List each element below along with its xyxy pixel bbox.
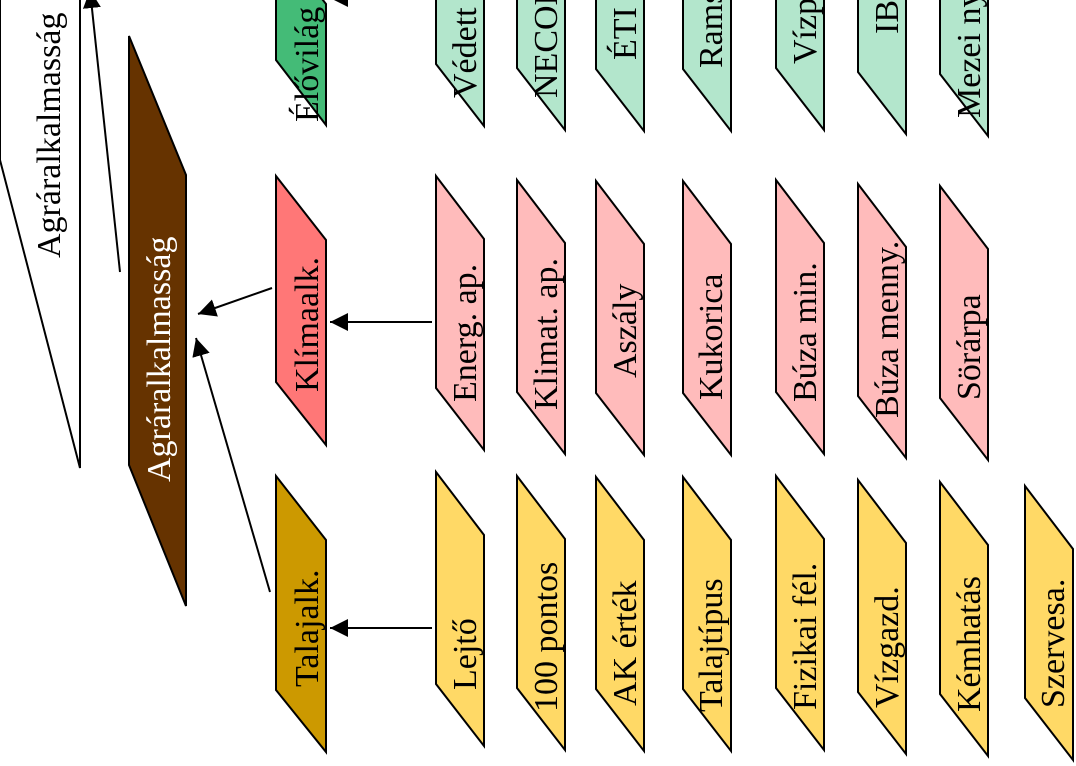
climate-item: Sörárpa xyxy=(939,183,989,463)
climate-item-label: Búza min. xyxy=(787,262,824,402)
top-node-label: Agráralkalmasság xyxy=(31,13,68,258)
climate-item-label: Búza menny. xyxy=(869,241,906,418)
habitat-item-label: NECON xyxy=(528,0,565,98)
main-node: Agráralkalmasság xyxy=(128,35,187,607)
habitat-item-label: ÉTI xyxy=(607,7,644,60)
habitat-item-label: Ramsar xyxy=(693,0,730,68)
soil-item: Vízgazd. xyxy=(857,477,907,757)
group-habitat-items: Védett NECON ÉTI Ramsar Vízparti IBA Mez… xyxy=(435,0,989,139)
top-node: Agráralkalmasság xyxy=(0,0,81,469)
habitat-item-label: Vízparti xyxy=(787,0,824,64)
head-habitat-label: Élővilág xyxy=(289,7,326,122)
group-soil-items: Lejtő 100 pontos AK érték Talajtípus Fiz… xyxy=(435,469,1074,763)
soil-item-shape xyxy=(516,473,566,753)
soil-item-label: Vízgazd. xyxy=(869,586,906,708)
habitat-item-label: Védett xyxy=(447,7,484,98)
climate-item: Energ. ap. xyxy=(435,173,485,453)
soil-item-label: Kémhatás xyxy=(951,576,988,712)
main-node-label: Agráralkalmasság xyxy=(141,237,178,482)
climate-item-shape xyxy=(682,178,732,458)
soil-item-shape xyxy=(1024,483,1074,763)
habitat-item: NECON xyxy=(516,0,566,133)
habitat-item: Mezei nyúl xyxy=(939,0,989,139)
climate-item-shape xyxy=(857,181,907,461)
climate-item: Búza menny. xyxy=(857,181,907,461)
main-node-shape xyxy=(128,35,187,607)
climate-item: Búza min. xyxy=(775,177,825,457)
climate-item-shape xyxy=(435,173,485,453)
habitat-item-shape xyxy=(595,0,645,134)
habitat-item-shape xyxy=(682,0,732,134)
soil-item: Fizikai fél. xyxy=(775,473,825,753)
top-node-shape xyxy=(0,0,81,469)
soil-item: AK érték xyxy=(595,474,645,754)
climate-item-label: Aszály xyxy=(607,284,644,378)
head-climate: Klímaalk. xyxy=(275,173,327,448)
soil-item: Szervesa. xyxy=(1024,483,1074,763)
habitat-item-shape xyxy=(939,0,989,139)
climate-item: Kukorica xyxy=(682,178,732,458)
habitat-item: IBA xyxy=(857,0,907,137)
habitat-item: ÉTI xyxy=(595,0,645,134)
climate-item: Klimat. ap. xyxy=(516,177,566,457)
arrow-soil-to-main xyxy=(192,337,271,593)
habitat-item-label: IBA xyxy=(869,0,906,34)
arrow-main-to-top xyxy=(82,0,121,273)
head-soil-shape xyxy=(275,473,327,755)
soil-item-shape xyxy=(435,469,485,749)
head-soil: Talajalk. xyxy=(275,473,327,755)
climate-item-label: Energ. ap. xyxy=(447,264,484,402)
soil-item-label: Szervesa. xyxy=(1035,579,1072,708)
habitat-item: Vízparti xyxy=(775,0,825,133)
soil-item-shape xyxy=(595,474,645,754)
habitat-item-shape xyxy=(857,0,907,137)
climate-item-shape xyxy=(595,178,645,458)
head-habitat-shape xyxy=(275,0,327,128)
soil-item-label: Fizikai fél. xyxy=(787,563,824,710)
habitat-item: Ramsar xyxy=(682,0,732,134)
soil-item-label: Talajtípus xyxy=(693,578,730,712)
soil-item-shape xyxy=(682,474,732,754)
climate-item-shape xyxy=(775,177,825,457)
head-climate-label: Klímaalk. xyxy=(289,257,326,392)
arrow-climate-to-main xyxy=(197,287,273,317)
climate-item-label: Sörárpa xyxy=(951,294,988,400)
soil-item: Lejtő xyxy=(435,469,485,749)
habitat-item-shape xyxy=(435,0,485,129)
habitat-item-shape xyxy=(516,0,566,133)
habitat-item-label: Mezei nyúl xyxy=(951,0,988,118)
soil-item: 100 pontos xyxy=(516,473,566,753)
climate-item-shape xyxy=(516,177,566,457)
habitat-item: Védett xyxy=(435,0,485,129)
climate-item-label: Kukorica xyxy=(693,273,730,400)
soil-item-shape xyxy=(939,479,989,759)
head-soil-label: Talajalk. xyxy=(289,569,326,687)
soil-item: Talajtípus xyxy=(682,474,732,754)
climate-item-label: Klimat. ap. xyxy=(528,258,565,410)
soil-item-label: 100 pontos xyxy=(528,562,565,712)
head-climate-shape xyxy=(275,173,327,448)
soil-item: Kémhatás xyxy=(939,479,989,759)
soil-item-label: AK érték xyxy=(607,580,644,706)
habitat-item-shape xyxy=(775,0,825,133)
climate-item-shape xyxy=(939,183,989,463)
group-climate-items: Energ. ap. Klimat. ap. Aszály Kukorica B… xyxy=(435,173,989,463)
climate-item: Aszály xyxy=(595,178,645,458)
soil-item-label: Lejtő xyxy=(447,618,484,690)
head-habitat: Élővilág xyxy=(275,0,327,128)
soil-item-shape xyxy=(857,477,907,757)
soil-item-shape xyxy=(775,473,825,753)
